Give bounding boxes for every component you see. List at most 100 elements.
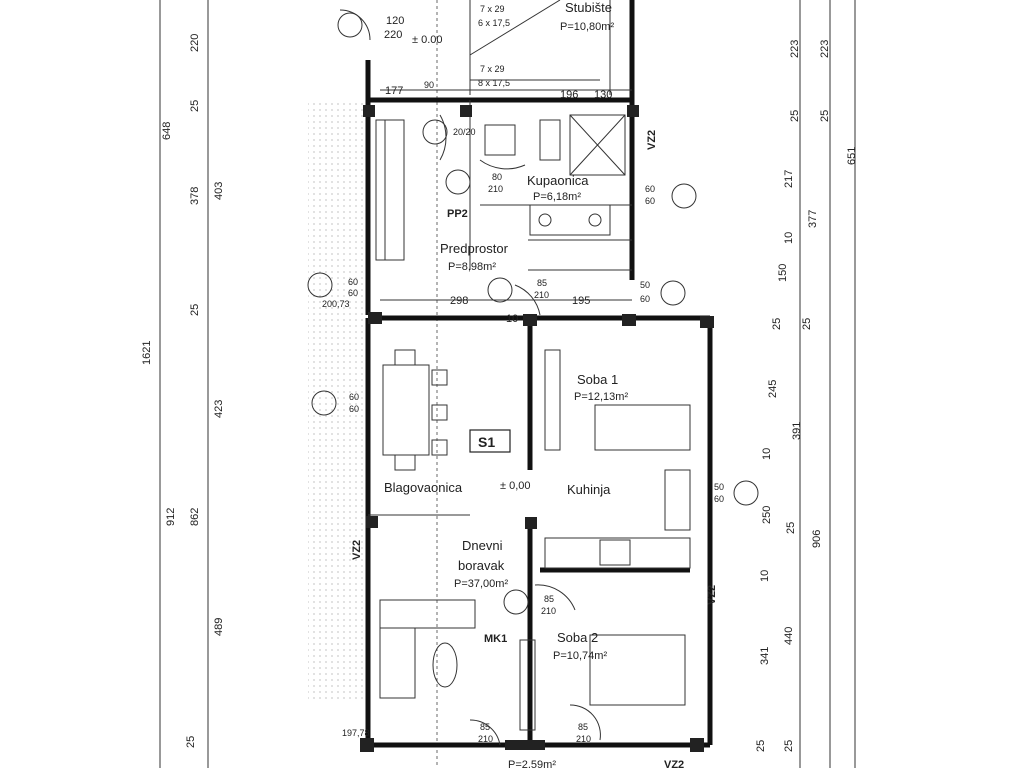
bathroom-fixtures <box>484 114 626 236</box>
dim-right-217: 217 <box>783 170 795 188</box>
stair-bot2: 8 x 17,5 <box>478 78 510 88</box>
walls <box>365 0 713 748</box>
s1-box <box>469 429 511 453</box>
dim-60e: 60 <box>640 294 650 304</box>
bottom-area: P=2,59m² <box>508 759 556 768</box>
dim-left-1621: 1621 <box>141 341 153 365</box>
room-predprostor-name: Predprostor <box>440 241 509 256</box>
dim-298: 298 <box>450 295 468 307</box>
dim-left-25a: 25 <box>189 100 201 112</box>
label-mk1: MK1 <box>484 633 507 645</box>
room-stubiste-area: P=10,80m² <box>560 21 614 33</box>
dim-right-250: 250 <box>761 506 773 524</box>
dim-210d: 210 <box>478 734 493 744</box>
sofa <box>379 599 476 699</box>
dim-85a: 85 <box>537 278 547 288</box>
dim-left-423: 423 <box>213 400 225 418</box>
dim-right-25e: 25 <box>785 522 797 534</box>
dim-210a: 210 <box>488 184 503 194</box>
dim-right-223a: 223 <box>789 40 801 58</box>
label-vz2-left: VZ2 <box>351 540 363 560</box>
dim-right-25g: 25 <box>783 740 795 752</box>
dim-85c: 85 <box>480 722 490 732</box>
room-dnevni-area: P=37,00m² <box>454 578 508 590</box>
room-predprostor-area: P=8,98m² <box>448 261 496 273</box>
elev-mid: 200,73 <box>322 299 350 309</box>
stair-top2: 6 x 17,5 <box>478 18 510 28</box>
label-vz2-bottom: VZ2 <box>664 759 684 768</box>
room-dnevni-name2: boravak <box>458 558 505 573</box>
dim-130: 130 <box>594 89 612 101</box>
dim-right-651: 651 <box>846 147 858 165</box>
columns <box>360 105 714 752</box>
dim-left-25b: 25 <box>189 304 201 316</box>
room-soba2-name: Soba 2 <box>557 630 598 645</box>
dim-60h: 60 <box>714 494 724 504</box>
stairs <box>469 0 611 95</box>
dim-left-489: 489 <box>213 618 225 636</box>
room-soba2-area: P=10,74m² <box>553 650 607 662</box>
dim-left-220: 220 <box>189 34 201 52</box>
dim-right-25b: 25 <box>819 110 831 122</box>
room-stubiste-name: Stubište <box>565 0 612 15</box>
dim-80: 80 <box>492 172 502 182</box>
dim-right-25d: 25 <box>801 318 813 330</box>
stair-bot: 7 x 29 <box>480 64 505 74</box>
dim-right-223b: 223 <box>819 40 831 58</box>
dim-right-440: 440 <box>783 627 795 645</box>
door-swings <box>339 9 601 746</box>
room-blagovaonica-name: Blagovaonica <box>384 480 463 495</box>
room-kuhinja-name: Kuhinja <box>567 482 611 497</box>
dim-right-25a: 25 <box>789 110 801 122</box>
dim-85b: 85 <box>544 594 554 604</box>
room-soba1-area: P=12,13m² <box>574 391 628 403</box>
dim-85d: 85 <box>578 722 588 732</box>
dim-right-391: 391 <box>791 422 803 440</box>
room-dnevni-name1: Dnevni <box>462 538 503 553</box>
dim-177: 177 <box>385 85 403 97</box>
dim-right-10b: 10 <box>761 448 773 460</box>
dim-right-10a: 10 <box>783 232 795 244</box>
dim-210b: 210 <box>534 290 549 300</box>
dim-left-403: 403 <box>213 182 225 200</box>
beds <box>519 349 691 731</box>
dim-right-341: 341 <box>759 647 771 665</box>
dim-60g: 60 <box>349 404 359 414</box>
dim-right-25c: 25 <box>771 318 783 330</box>
dim-right-10c: 10 <box>759 570 771 582</box>
dim-left-648: 648 <box>161 122 173 140</box>
dim-210e: 210 <box>576 734 591 744</box>
dim-50: 50 <box>640 280 650 290</box>
dim-right-906: 906 <box>811 530 823 548</box>
elev-left: 197,78 <box>342 728 370 738</box>
dim-right-25f: 25 <box>755 740 767 752</box>
terrain-area <box>308 100 368 700</box>
label-s1: S1 <box>478 434 495 450</box>
dim-60d: 60 <box>348 288 358 298</box>
dim-210c: 210 <box>541 606 556 616</box>
dim-220: 220 <box>384 29 402 41</box>
room-soba1-name: Soba 1 <box>577 372 618 387</box>
dim-right-245: 245 <box>767 380 779 398</box>
stair-top: 7 x 29 <box>480 4 505 14</box>
label-vz2-right: VZ2 <box>706 585 718 605</box>
wardrobe <box>375 119 405 261</box>
dim-195: 195 <box>572 295 590 307</box>
room-kupaonica-name: Kupaonica <box>527 173 589 188</box>
dim-right-377: 377 <box>807 210 819 228</box>
dim-60b: 60 <box>645 196 655 206</box>
dim-left-912: 912 <box>165 508 177 526</box>
circle-markers <box>307 12 759 615</box>
dim-60a: 60 <box>645 184 655 194</box>
label-vz2-top: VZ2 <box>646 130 658 150</box>
dim-120: 120 <box>386 15 404 27</box>
level-mid: ± 0,00 <box>500 480 531 492</box>
dim-left-378: 378 <box>189 187 201 205</box>
dim-196: 196 <box>560 89 578 101</box>
dim-50b: 50 <box>714 482 724 492</box>
dim-2020: 20/20 <box>453 127 476 137</box>
dim-60f: 60 <box>349 392 359 402</box>
level-top: ± 0.00 <box>412 34 443 46</box>
dining-table <box>382 349 448 471</box>
dim-60c: 60 <box>348 277 358 287</box>
